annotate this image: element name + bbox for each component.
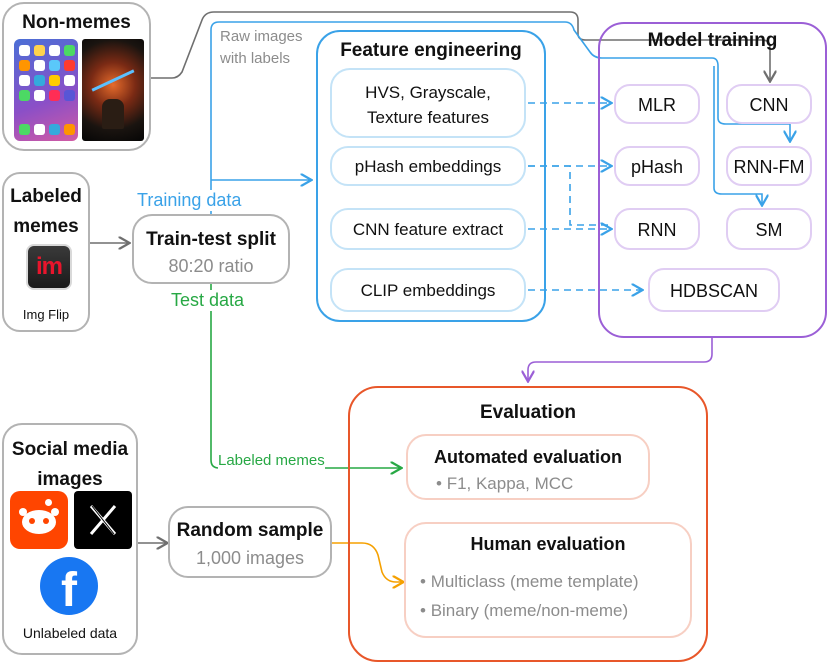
unlabeled-data-label: Unlabeled data [22,625,118,641]
feature-clip-label: CLIP embeddings [360,281,496,300]
feature-clip: CLIP embeddings [330,268,526,312]
automated-metrics: • F1, Kappa, MCC [436,474,574,493]
edge-nonmemes-cnn [150,11,770,80]
edge-training-data [210,21,790,214]
train-test-split-title: Train-test split [146,229,276,250]
movie-poster-image [82,39,144,141]
feature-engineering-box: Feature engineering [316,30,546,322]
model-rnn: RNN [614,208,700,250]
human-evaluation-title: Human evaluation [470,534,626,554]
social-media-title-line2: images [37,469,103,490]
model-cnn-label: CNN [749,95,789,115]
train-test-split-ratio: 80:20 ratio [168,256,254,276]
train-test-split-box: Train-test split 80:20 ratio [132,214,290,284]
random-sample-box: Random sample 1,000 images [168,506,332,578]
labeled-memes-edge-label: Labeled memes [218,452,325,469]
model-sm-label: SM [755,220,783,240]
random-sample-count: 1,000 images [195,548,305,568]
model-hdbscan-label: HDBSCAN [669,281,758,301]
model-sm: SM [726,208,812,250]
model-training-box: Model training [598,22,827,338]
model-hdbscan: HDBSCAN [648,268,780,312]
social-media-box: Social media images f Unlabeled data [2,423,138,655]
evaluation-box: Evaluation [348,386,708,662]
feature-hvs-texture: HVS, Grayscale, Texture features [330,68,526,138]
feature-cnn-extract: CNN feature extract [330,208,526,250]
model-rnn-label: RNN [637,220,677,240]
human-eval-item-binary: • Binary (meme/non-meme) [420,601,629,620]
x-icon [74,491,132,549]
training-data-label: Training data [137,190,242,211]
model-mlr: MLR [614,84,700,124]
human-eval-multiclass-text: Multiclass (meme template) [430,572,639,591]
feature-engineering-title: Feature engineering [340,40,522,61]
automated-evaluation-box: Automated evaluation • F1, Kappa, MCC [406,434,650,500]
automated-evaluation-title: Automated evaluation [433,447,623,467]
labeled-memes-box: Labeled memes im Img Flip [2,172,90,332]
model-training-title: Model training [647,30,778,51]
edge-random-human [332,542,402,582]
model-rnn-fm-label: RNN-FM [733,157,805,177]
phone-screenshot-image [14,39,78,141]
labeled-memes-title-line1: Labeled [10,186,82,207]
social-media-title-line1: Social media [11,439,129,460]
feature-texture-label: Texture features [367,108,489,127]
human-eval-item-multiclass: • Multiclass (meme template) [420,572,639,591]
facebook-icon: f [40,557,98,615]
imgflip-label: Img Flip [22,307,70,322]
human-evaluation-box: Human evaluation • Multiclass (meme temp… [404,522,692,638]
feature-phash-label: pHash embeddings [354,157,502,176]
imgflip-logo: im [26,244,72,290]
feature-hvs-label: HVS, Grayscale, [365,83,491,102]
labeled-memes-title-line2: memes [13,216,79,237]
raw-images-label-line1: Raw images [220,28,303,45]
test-data-label: Test data [171,290,245,311]
non-memes-title: Non-memes [22,12,131,33]
model-rnn-fm: RNN-FM [726,146,812,186]
non-memes-box: Non-memes [2,2,151,151]
model-phash-label: pHash [630,157,684,177]
feature-phash: pHash embeddings [330,146,526,186]
automated-metrics-text: F1, Kappa, MCC [446,474,574,493]
model-cnn: CNN [726,84,812,124]
imgflip-logo-text: im [35,253,63,280]
edge-model-eval [528,338,713,380]
raw-images-label-line2: with labels [220,50,291,67]
reddit-icon [10,491,68,549]
random-sample-title: Random sample [176,520,324,541]
model-mlr-label: MLR [637,95,676,115]
evaluation-title: Evaluation [479,402,577,423]
feature-cnn-label: CNN feature extract [352,220,504,239]
model-phash: pHash [614,146,700,186]
human-eval-binary-text: Binary (meme/non-meme) [430,601,629,620]
